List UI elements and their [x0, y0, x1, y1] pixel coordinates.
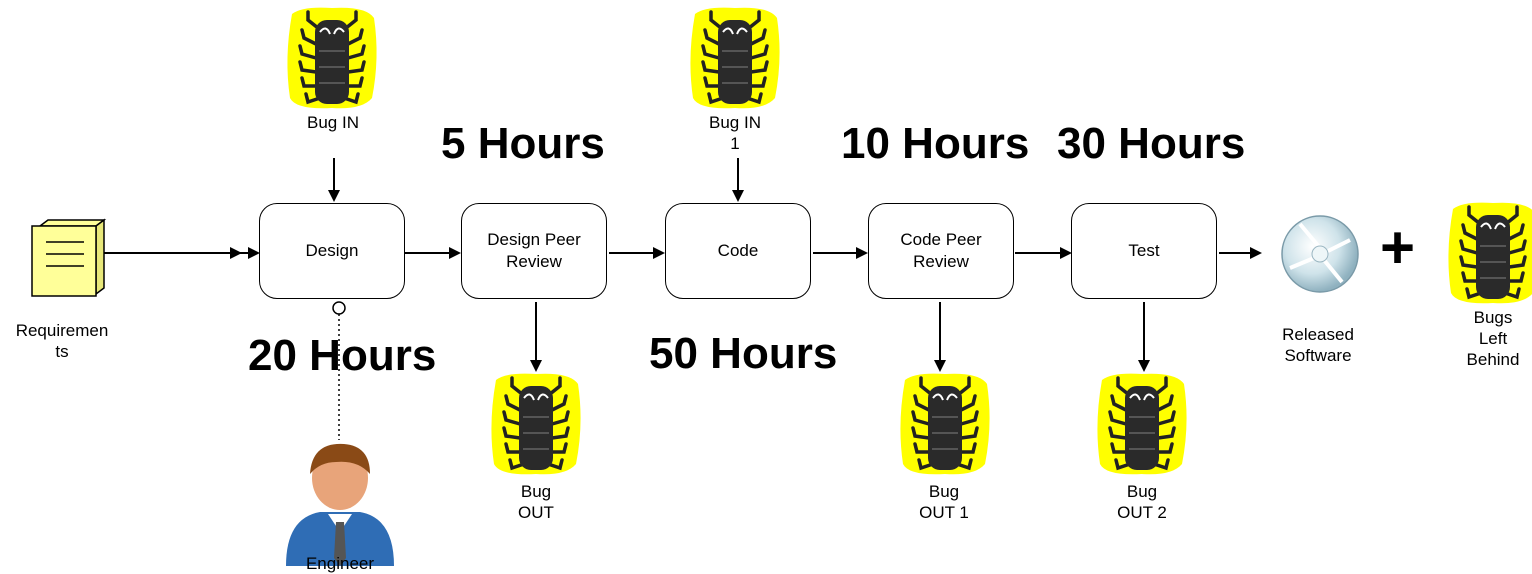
- engineer-person-icon: [286, 443, 394, 566]
- double-arrowhead: [230, 247, 242, 259]
- bug-in-code-label: Bug IN 1: [709, 113, 761, 153]
- requirements-label: Requiremen ts: [15, 321, 109, 361]
- bugs-left-behind-label: Bugs Left Behind: [1466, 308, 1520, 369]
- duration-code-review: 10 Hours: [841, 119, 1030, 168]
- duration-code: 50 Hours: [649, 329, 838, 378]
- bug-in-code-icon: [690, 7, 780, 109]
- process-code[interactable]: Code: [665, 203, 811, 299]
- bug-out-design-review-icon: [491, 373, 581, 475]
- bugs-left-behind-icon: [1448, 202, 1532, 304]
- plus-sign: +: [1380, 214, 1416, 281]
- bug-out-code-review-icon: [900, 373, 990, 475]
- process-design[interactable]: Design: [259, 203, 405, 299]
- software-disc-icon: [1281, 215, 1359, 293]
- bug-in-design-label: Bug IN: [307, 113, 359, 132]
- bug-out-test-icon: [1097, 373, 1187, 475]
- bug-out-code-review-label: Bug OUT 1: [919, 482, 969, 522]
- duration-design: 20 Hours: [248, 331, 437, 380]
- bug-out-test-label: Bug OUT 2: [1117, 482, 1167, 522]
- engineer-label: Engineer: [305, 554, 375, 573]
- duration-test: 30 Hours: [1057, 119, 1246, 168]
- process-code-peer-review[interactable]: Code Peer Review: [868, 203, 1014, 299]
- bug-out-design-review-label: Bug OUT: [518, 482, 554, 522]
- process-test[interactable]: Test: [1071, 203, 1217, 299]
- process-design-peer-review[interactable]: Design Peer Review: [461, 203, 607, 299]
- bug-in-design-icon: [287, 7, 377, 109]
- requirements-document-icon: [31, 218, 107, 297]
- association-circle: [332, 301, 346, 315]
- duration-design-review: 5 Hours: [441, 119, 605, 168]
- released-software-label: Released Software: [1282, 325, 1354, 365]
